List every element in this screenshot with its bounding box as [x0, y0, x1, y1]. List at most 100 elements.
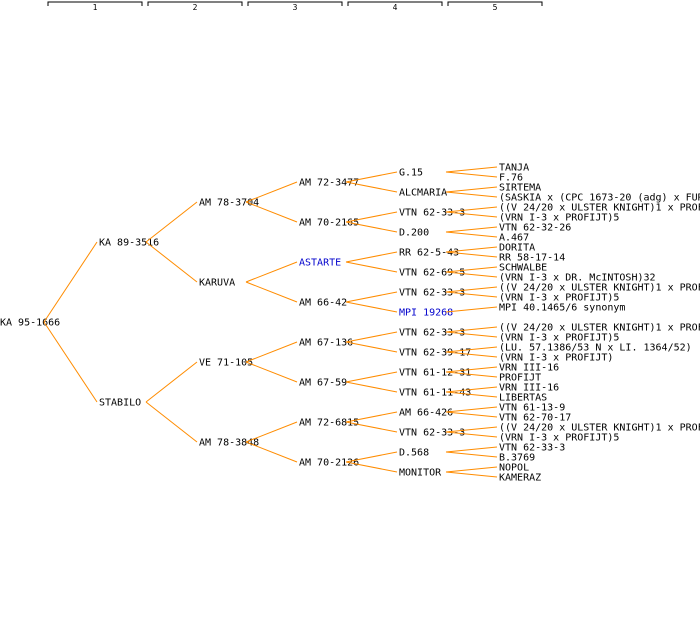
pedigree-node-stabilo: STABILO	[99, 398, 141, 409]
pedigree-edge	[445, 406, 498, 413]
pedigree-edge	[43, 241, 98, 323]
pedigree-edge	[345, 171, 398, 183]
pedigree-edge	[345, 301, 398, 313]
pedigree-edge	[445, 331, 498, 338]
pedigree-node-vrn-iii-16: VRN III-16	[499, 383, 559, 394]
pedigree-edge	[245, 361, 298, 383]
pedigree-node-d-568: D.568	[399, 448, 429, 459]
pedigree-node-ve-71-105: VE 71-105	[199, 358, 253, 369]
pedigree-edge	[445, 186, 498, 193]
pedigree-node-v-24-20-x-ulster-knight-1-x-profijt: ((V 24/20 x ULSTER KNIGHT)1 x PROFIJT)	[499, 203, 700, 214]
pedigree-edge	[345, 221, 398, 233]
pedigree-edge	[245, 201, 298, 223]
pedigree-node-d-200: D.200	[399, 228, 429, 239]
pedigree-node-vtn-62-33-3: VTN 62-33-3	[399, 428, 465, 439]
pedigree-edge	[445, 366, 498, 373]
pedigree-node-vtn-62-70-17: VTN 62-70-17	[499, 413, 571, 424]
pedigree-node-sirtema: SIRTEMA	[499, 183, 541, 194]
pedigree-edge	[445, 326, 498, 333]
pedigree-node-am-78-3704: AM 78-3704	[199, 198, 259, 209]
pedigree-edge	[445, 231, 498, 238]
pedigree-edge	[245, 181, 298, 203]
pedigree-edge	[145, 361, 198, 403]
generation-bracket	[147, 1, 243, 6]
pedigree-node-a-467: A.467	[499, 233, 529, 244]
pedigree-edge	[445, 431, 498, 438]
pedigree-node-vrn-i-3-x-profijt-5: (VRN I-3 x PROFIJT)5	[499, 293, 619, 304]
generation-label: 2	[193, 3, 198, 12]
pedigree-edge	[445, 446, 498, 453]
pedigree-node-vtn-62-33-3: VTN 62-33-3	[399, 208, 465, 219]
pedigree-node-am-72-6815: AM 72-6815	[299, 418, 359, 429]
pedigree-node-vrn-i-3-x-profijt: (VRN I-3 x PROFIJT)	[499, 353, 613, 364]
pedigree-link-mpi-19268[interactable]: MPI 19268	[399, 308, 453, 319]
pedigree-node-b-3769: B.3769	[499, 453, 535, 464]
generation-label: 4	[393, 3, 398, 12]
pedigree-node-tanja: TANJA	[499, 163, 529, 174]
pedigree-node-v-24-20-x-ulster-knight-1-x-profijt: ((V 24/20 x ULSTER KNIGHT)1 x PROFIJT)	[499, 283, 700, 294]
pedigree-node-saskia-x-cpc-1673-20-adg-x-furore: (SASKIA x (CPC 1673-20 (adg) x FURORE))	[499, 193, 700, 204]
pedigree-link-astarte[interactable]: ASTARTE	[299, 258, 341, 269]
pedigree-edge	[345, 291, 398, 303]
pedigree-node-vrn-iii-16: VRN III-16	[499, 363, 559, 374]
pedigree-edge	[445, 451, 498, 458]
pedigree-node-vtn-62-33-3: VTN 62-33-3	[499, 443, 565, 454]
pedigree-node-am-67-136: AM 67-136	[299, 338, 353, 349]
pedigree-edge	[345, 461, 398, 473]
pedigree-edge	[445, 251, 498, 258]
pedigree-edge	[445, 306, 498, 313]
pedigree-node-profijt: PROFIJT	[499, 373, 541, 384]
pedigree-edge	[445, 351, 498, 358]
pedigree-edge	[445, 171, 498, 178]
pedigree-edge	[345, 261, 398, 273]
pedigree-edge	[345, 371, 398, 383]
pedigree-node-vtn-62-39-17: VTN 62-39-17	[399, 348, 471, 359]
pedigree-edge	[145, 401, 198, 443]
pedigree-edge	[345, 211, 398, 223]
pedigree-edge	[445, 291, 498, 298]
pedigree-node-am-67-59: AM 67-59	[299, 378, 347, 389]
pedigree-edge	[245, 421, 298, 443]
pedigree-edge	[345, 251, 398, 263]
pedigree-edge	[445, 246, 498, 253]
pedigree-node-f-76: F.76	[499, 173, 523, 184]
pedigree-node-am-70-2126: AM 70-2126	[299, 458, 359, 469]
pedigree-node-rr-58-17-14: RR 58-17-14	[499, 253, 565, 264]
pedigree-edge	[345, 331, 398, 343]
pedigree-edge	[245, 261, 298, 283]
pedigree-edge	[345, 411, 398, 423]
pedigree-edge	[43, 321, 98, 403]
pedigree-edge	[345, 381, 398, 393]
generation-bracket	[347, 1, 443, 6]
pedigree-node-g-15: G.15	[399, 168, 423, 179]
pedigree-node-vtn-62-69-5: VTN 62-69-5	[399, 268, 465, 279]
pedigree-edge	[445, 271, 498, 278]
pedigree-node-karuva: KARUVA	[199, 278, 235, 289]
pedigree-edge	[345, 421, 398, 433]
pedigree-edge	[245, 341, 298, 363]
pedigree-node-monitor: MONITOR	[399, 468, 442, 479]
pedigree-node-ka-89-3516: KA 89-3516	[99, 238, 159, 249]
pedigree-node-v-24-20-x-ulster-knight-1-x-profijt: ((V 24/20 x ULSTER KNIGHT)1 x PROFIJT)	[499, 323, 700, 334]
pedigree-node-alcmaria: ALCMARIA	[399, 188, 447, 199]
pedigree-node-am-72-3477: AM 72-3477	[299, 178, 359, 189]
pedigree-node-schwalbe: SCHWALBE	[499, 263, 547, 274]
pedigree-edge	[445, 211, 498, 218]
pedigree-node-am-66-42: AM 66-42	[299, 298, 347, 309]
pedigree-node-rr-62-5-43: RR 62-5-43	[399, 248, 459, 259]
pedigree-node-vtn-62-33-3: VTN 62-33-3	[399, 288, 465, 299]
pedigree-edge	[445, 226, 498, 233]
pedigree-edge	[345, 341, 398, 353]
pedigree-edge	[445, 346, 498, 353]
pedigree-edge	[245, 441, 298, 463]
pedigree-edge	[445, 206, 498, 213]
pedigree-node-kameraz: KAMERAZ	[499, 473, 541, 484]
generation-label: 3	[293, 3, 298, 12]
pedigree-edge	[145, 201, 198, 243]
pedigree-edge	[445, 266, 498, 273]
generation-label: 1	[93, 3, 98, 12]
pedigree-node-mpi-40-1465-6-synonym: MPI 40.1465/6 synonym	[499, 303, 625, 314]
pedigree-node-libertas: LIBERTAS	[499, 393, 547, 404]
